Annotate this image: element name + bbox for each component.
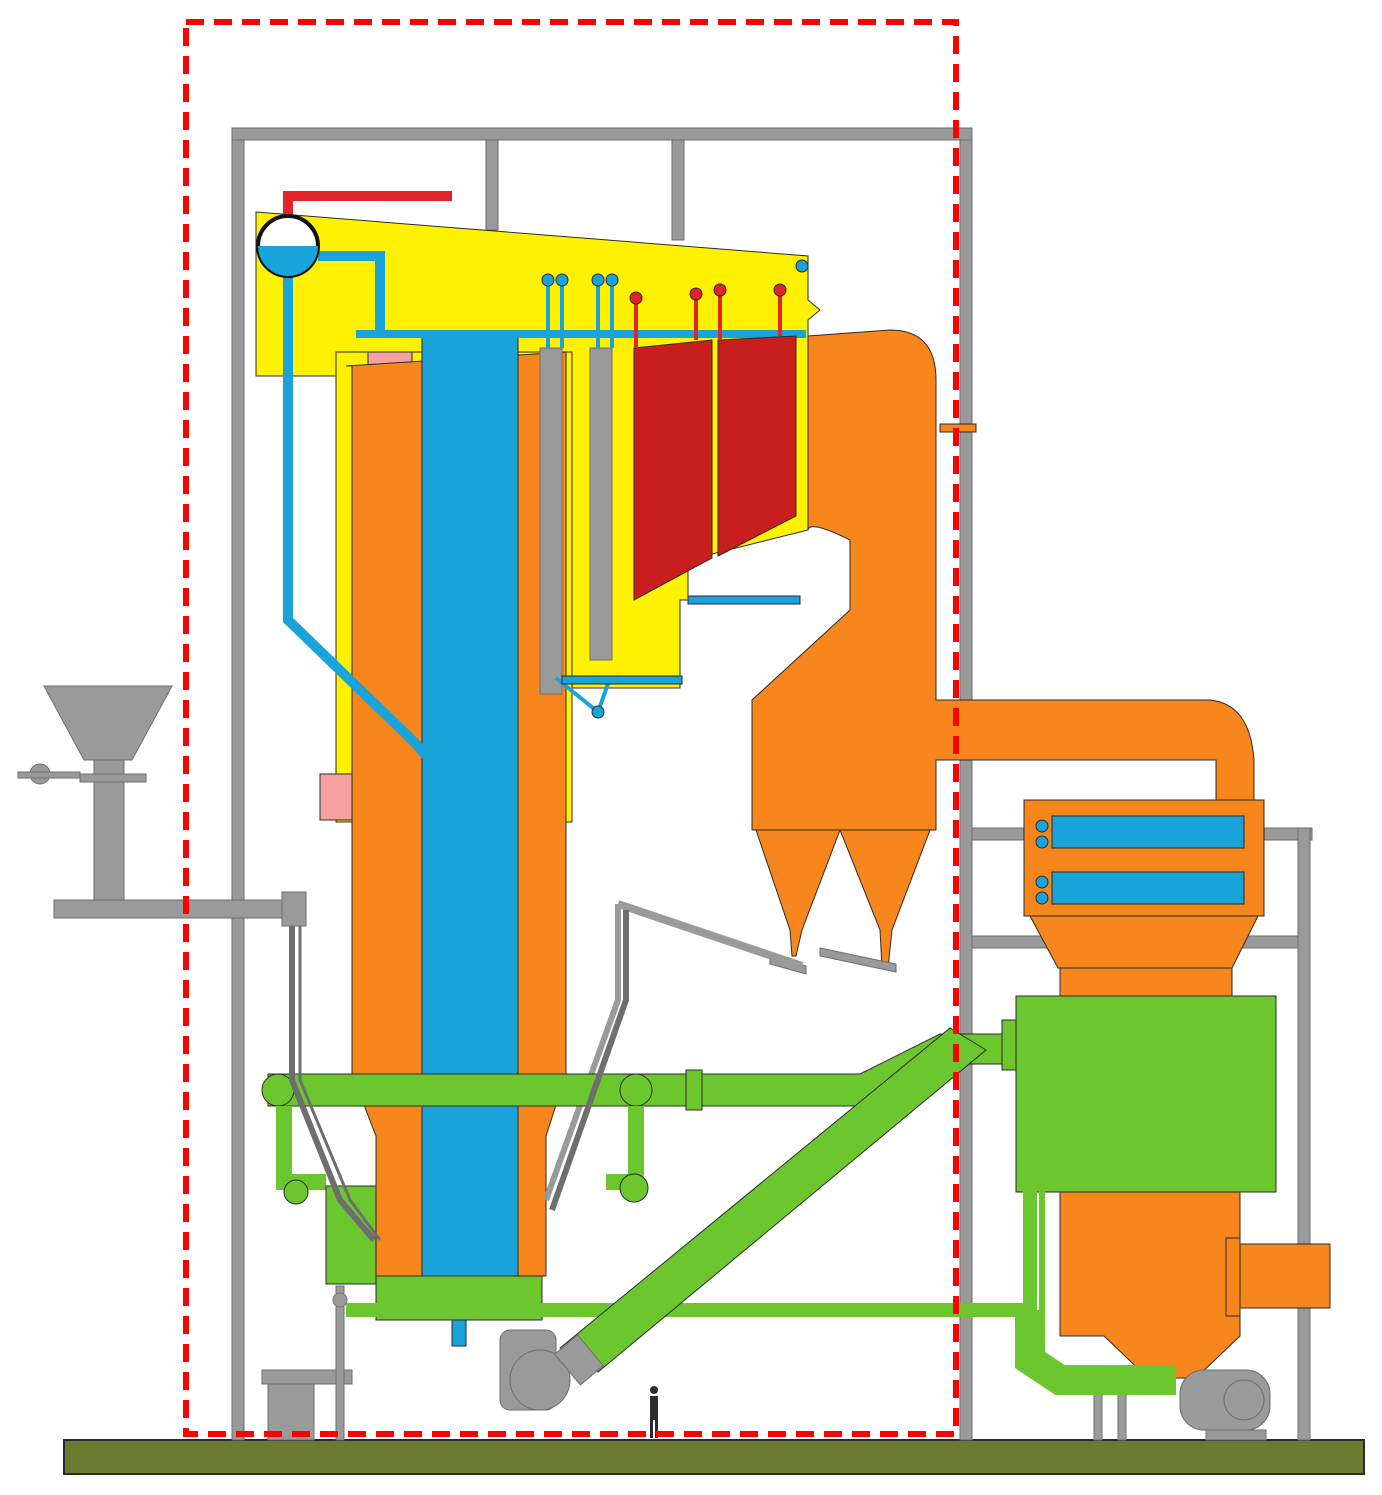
steel-support-structure <box>231 127 1313 1441</box>
fuel-hopper-feeder <box>17 685 307 927</box>
cyclone-separator-duct <box>751 329 1255 969</box>
cyclone-dipleg-plates <box>543 900 897 1202</box>
tube-header-nozzles <box>541 259 809 719</box>
ground-strip <box>63 1439 1365 1475</box>
lower-header <box>561 675 683 685</box>
fluidizing-air-fans <box>499 1329 1271 1441</box>
superheater-banks <box>633 290 797 601</box>
screen-tube-banks <box>539 280 614 716</box>
water-wall-column <box>421 335 519 1277</box>
bag-filter-box <box>1001 995 1277 1193</box>
human-figure-scale <box>650 1386 658 1438</box>
ash-hopper <box>1059 1191 1331 1379</box>
economizer-header <box>687 595 801 605</box>
system-boundary-dashed-box <box>183 19 959 1437</box>
steam-drum-assembly <box>256 191 806 1344</box>
coal-feed-pipes <box>289 910 629 1242</box>
ash-cooler-unit <box>261 1285 353 1441</box>
tubular-air-heater <box>1023 799 1265 997</box>
primary-secondary-air-ducts <box>261 1027 1176 1395</box>
